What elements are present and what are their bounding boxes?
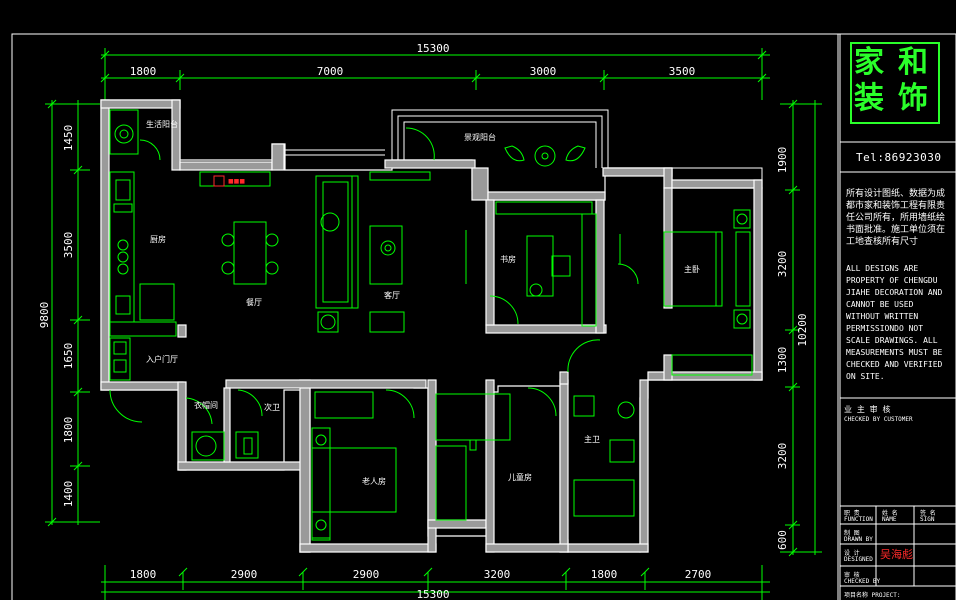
dim-right-3: 1300: [776, 347, 789, 374]
dim-left-total: 9800: [38, 302, 51, 329]
dimension-lines: [45, 48, 822, 600]
company-phone: Tel:86923030: [856, 151, 942, 164]
tb-check-cn: 审 核: [844, 572, 860, 579]
label-master-bedroom: 主卧: [684, 264, 700, 274]
elder-bed: [311, 447, 397, 513]
logo-char-3: 装: [854, 81, 884, 116]
copyright-notice-en: ALL DESIGNS ARE PROPERTY OF CHENGDU JIAH…: [846, 264, 943, 381]
balcony-table: [534, 145, 556, 167]
washing-area: [109, 109, 139, 155]
dim-top-3: 3000: [530, 65, 557, 78]
bathtub: [573, 479, 635, 517]
dim-right-5: 600: [776, 530, 789, 550]
label-view-balcony: 景观阳台: [464, 132, 496, 142]
dim-top-1: 1800: [130, 65, 157, 78]
tb-design-en: DESIGNED: [844, 556, 873, 563]
dim-right-1: 1900: [776, 147, 789, 174]
dim-right-total: 10200: [796, 313, 809, 346]
tb-name-cn: 姓 名: [882, 510, 898, 517]
dim-left-1: 1450: [62, 125, 75, 152]
furniture: [109, 109, 753, 541]
label-living: 客厅: [384, 290, 400, 300]
copyright-notice-cn: 所有设计图纸、数据为成都市家和装饰工程有限责任公司所有，所用墙纸绘书面批准。施工…: [846, 189, 946, 247]
tb-drawn-cn: 制 图: [844, 530, 860, 537]
dim-bottom-1: 1800: [130, 568, 157, 581]
label-guest-bath: 次卫: [264, 402, 280, 412]
room-labels: 生活阳台 厨房 餐厅 客厅 景观阳台 书房 主卧 入户门厅 衣帽间 次卫 老人房…: [146, 119, 700, 486]
dim-top-2: 7000: [317, 65, 344, 78]
dim-top-total: 15300: [416, 42, 449, 55]
label-elder-room: 老人房: [362, 476, 386, 486]
label-study: 书房: [500, 254, 516, 264]
label-kitchen: 厨房: [150, 234, 166, 244]
sofa: [315, 175, 353, 309]
title-block-grid: [840, 141, 956, 587]
dimension-labels: 15300 1800 7000 3000 3500 1800 2900 2900…: [38, 42, 809, 600]
tb-name-en: NAME: [882, 516, 897, 523]
logo-char-2: 和: [898, 45, 928, 80]
label-service-balcony: 生活阳台: [146, 119, 178, 129]
dining-table: [233, 221, 267, 285]
logo-char-4: 饰: [898, 81, 928, 116]
door-swings: [109, 127, 639, 425]
tb-function-en: FUNCTION: [844, 516, 873, 523]
label-master-bath: 主卫: [584, 434, 600, 444]
walls: [100, 99, 763, 553]
tb-project: 项目名称 PROJECT:: [844, 592, 901, 599]
tb-check-en: CHECKED BY: [844, 578, 881, 585]
label-dining: 餐厅: [246, 298, 262, 307]
dim-left-4: 1800: [62, 417, 75, 444]
balcony-outline: [284, 109, 763, 188]
dim-bottom-5: 1800: [591, 568, 618, 581]
checked-by-customer-en: CHECKED BY CUSTOMER: [844, 416, 913, 423]
dim-left-5: 1400: [62, 481, 75, 508]
dim-bottom-2: 2900: [231, 568, 258, 581]
company-logo: 家 和 装 饰: [850, 42, 940, 124]
svg-text:■■■: ■■■: [228, 178, 245, 185]
study-desk: [526, 235, 554, 297]
label-kids-room: 儿童房: [508, 472, 532, 482]
drawing-frame: [11, 33, 956, 600]
dim-bottom-total: 15300: [416, 588, 449, 600]
dim-top-4: 3500: [669, 65, 696, 78]
dim-left-3: 1650: [62, 343, 75, 370]
checked-by-customer-cn: 业 主 审 核: [844, 405, 891, 414]
label-cloakroom: 衣帽间: [194, 400, 218, 410]
tb-sign-cn: 签 名: [920, 510, 936, 517]
designer-signature: 吴海彪: [880, 548, 913, 561]
tb-design-cn: 设 计: [844, 550, 860, 557]
accent-marks: ■■■: [213, 175, 245, 187]
dim-left-2: 3500: [62, 232, 75, 259]
dim-right-2: 3200: [776, 251, 789, 278]
tb-sign-en: SIGN: [920, 516, 935, 523]
dim-bottom-6: 2700: [685, 568, 712, 581]
coffee-table: [369, 225, 403, 285]
logo-char-1: 家: [854, 45, 884, 80]
tb-function-cn: 职 责: [844, 510, 860, 517]
washing-machine: [114, 124, 134, 144]
dim-right-4: 3200: [776, 443, 789, 470]
dim-bottom-4: 3200: [484, 568, 511, 581]
dim-bottom-3: 2900: [353, 568, 380, 581]
tb-drawn-en: DRAWN BY: [844, 536, 873, 543]
label-entry-hall: 入户门厅: [146, 354, 178, 364]
